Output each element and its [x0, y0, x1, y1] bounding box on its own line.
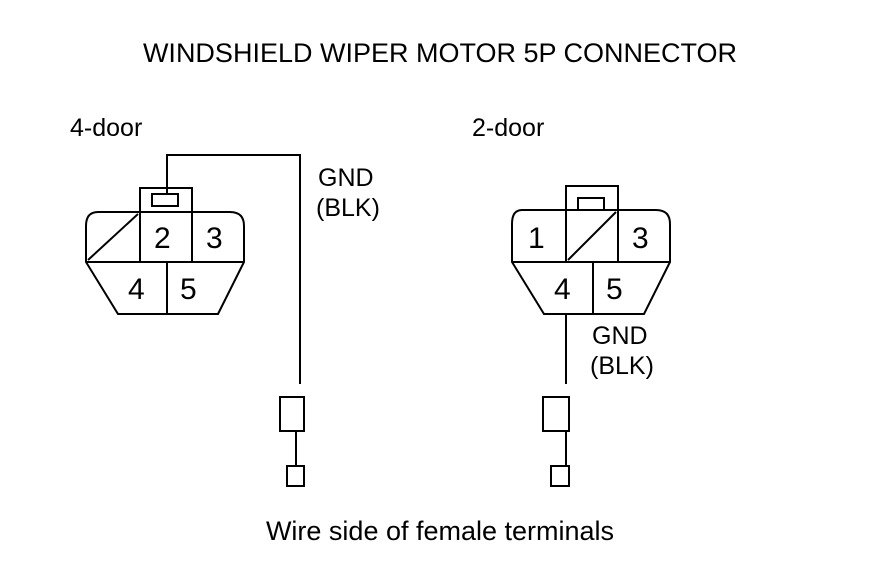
- terminal-upper-2door: [542, 396, 570, 432]
- diagram-caption: Wire side of female terminals: [265, 516, 615, 546]
- pin-label-4: 4: [554, 273, 571, 306]
- connector-2door: [511, 185, 671, 487]
- pin-label-5: 5: [180, 273, 197, 306]
- wire-label-gnd-4door: GND: [318, 164, 374, 192]
- pin-label-3: 3: [206, 222, 223, 255]
- wire-label-gnd-2door: GND: [592, 322, 648, 350]
- wire-gnd-4door: [166, 154, 301, 384]
- blank-cavity-slash-4door: [87, 213, 139, 261]
- diagram-title: WINDSHIELD WIPER MOTOR 5P CONNECTOR: [142, 38, 738, 68]
- latch-inner-4door: [151, 193, 179, 207]
- pin-label-1: 1: [528, 222, 545, 255]
- wire-color-label-2door: (BLK): [590, 352, 654, 380]
- blank-cavity-slash-2door: [567, 211, 617, 261]
- pin-label-4: 4: [128, 273, 145, 306]
- pin-label-3: 3: [632, 222, 649, 255]
- variant-label-2door: 2-door: [472, 114, 545, 142]
- housing-4door: [85, 211, 245, 315]
- latch-inner-2door: [577, 197, 605, 211]
- wire-color-label-4door: (BLK): [316, 194, 380, 222]
- connector-4door: [85, 154, 305, 487]
- variant-label-4door: 4-door: [70, 114, 143, 142]
- terminal-upper-4door: [279, 396, 305, 432]
- housing-2door: [511, 209, 671, 315]
- pin-label-5: 5: [606, 273, 623, 306]
- terminal-lower-2door: [550, 465, 570, 487]
- pin-label-2: 2: [154, 222, 171, 255]
- terminal-lower-4door: [286, 465, 305, 487]
